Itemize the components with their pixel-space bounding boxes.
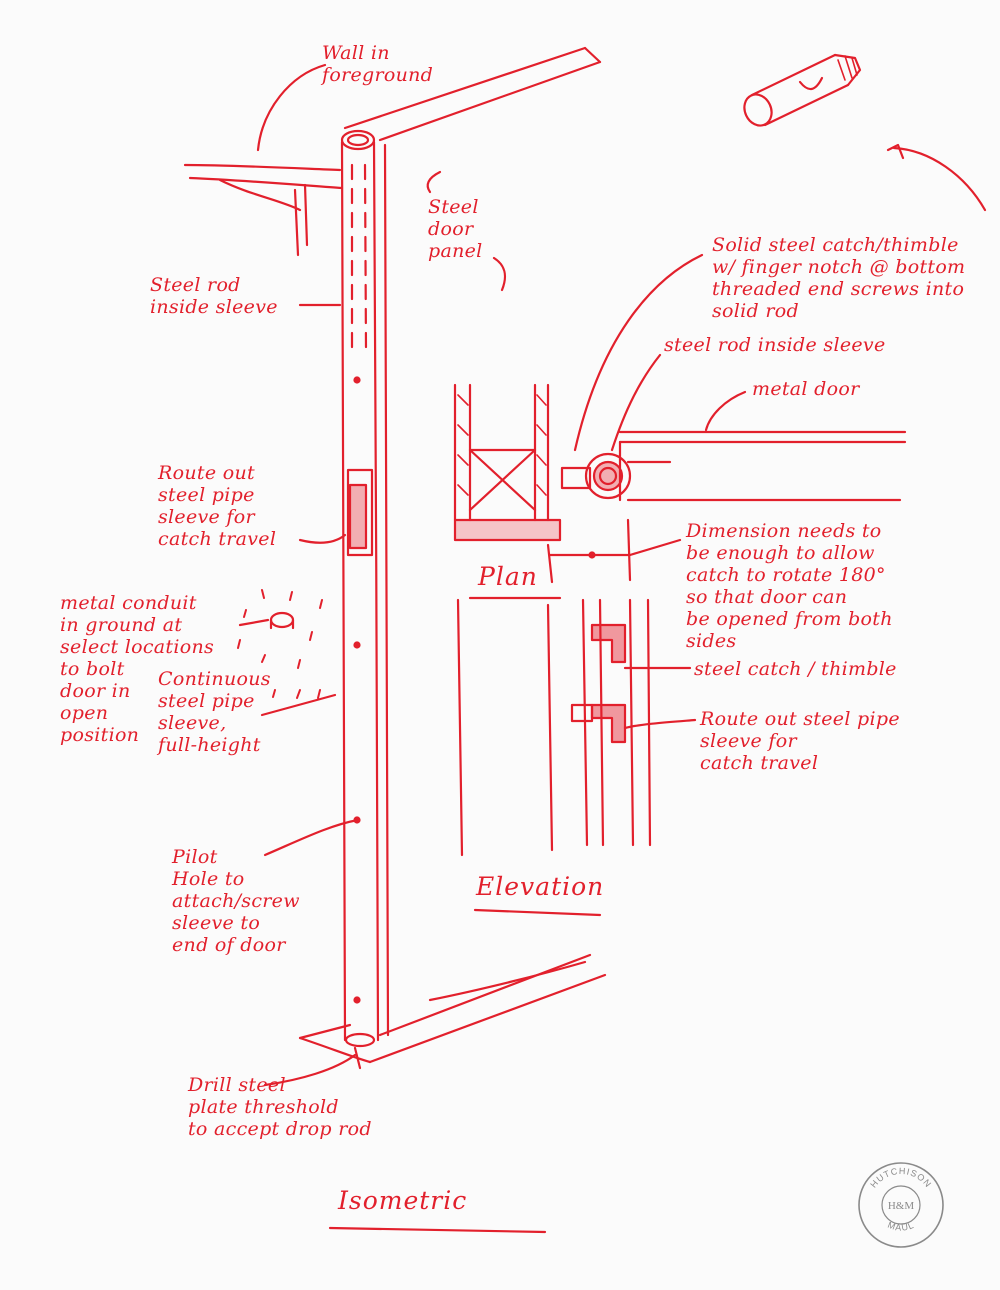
plan-leaders [573,253,747,452]
metal-door-note: metal door [752,378,860,400]
isometric-title: Isometric [338,1186,468,1215]
drill-plate-note: Drill steel plate threshold to accept dr… [188,1074,372,1140]
steel-rod-inside-sleeve-right-note: steel rod inside sleeve [664,334,886,356]
steel-catch-thimble-note: steel catch / thimble [694,658,897,680]
plan-view [453,383,907,600]
isometric-underline [328,1226,547,1234]
hutchison-maul-stamp: HUTCHISON H&M MAUL [858,1162,944,1248]
stamp-bottom-text: MAUL [886,1220,915,1233]
isometric-door-panel [183,46,607,1070]
route-out-left-note: Route out steel pipe sleeve for catch tr… [158,462,277,550]
dimension-note: Dimension needs to be enough to allow ca… [686,520,893,652]
solid-steel-catch-note: Solid steel catch/thimble w/ finger notc… [712,234,966,322]
route-out-right-note: Route out steel pipe sleeve for catch tr… [700,708,900,774]
metal-conduit-note: metal conduit in ground at select locati… [60,592,215,746]
svg-text:MAUL: MAUL [886,1220,916,1233]
thimble-detail [743,53,987,212]
elevation-title: Elevation [476,872,605,901]
floor-line [428,960,587,1002]
isometric-leaders [256,63,507,1087]
steel-door-panel-note: Steel door panel [428,196,483,262]
pilot-hole-note: Pilot Hole to attach/screw sleeve to end… [172,846,300,956]
wall-foreground-note: Wall in foreground [322,42,434,86]
continuous-sleeve-note: Continuous steel pipe sleeve, full-heigh… [158,668,271,756]
steel-rod-inside-sleeve-note: Steel rod inside sleeve [150,274,278,318]
stamp-center-text: H&M [888,1200,915,1212]
elevation-view [456,598,697,917]
plan-title: Plan [478,562,538,591]
